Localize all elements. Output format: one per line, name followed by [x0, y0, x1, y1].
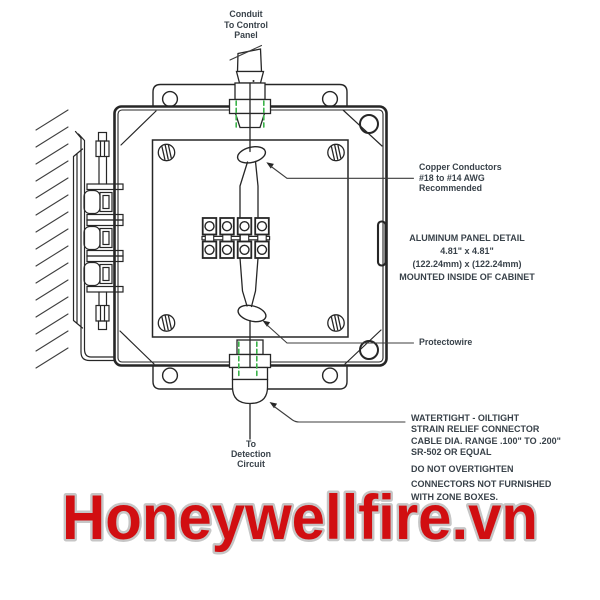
- inner-panel: [151, 139, 349, 338]
- protectowire-cable: [236, 126, 267, 341]
- panel-screw: [157, 143, 176, 162]
- terminal-block: [201, 217, 271, 259]
- leader-copper-conductors: [266, 162, 415, 179]
- cable-loop-top: [236, 145, 267, 164]
- panel-screw: [157, 314, 176, 332]
- wall-hatch: [35, 109, 69, 369]
- conduit-label: Conduit To Control Panel: [224, 9, 268, 41]
- copper-conductors-label: Copper Conductors #18 to #14 AWG Recomme…: [419, 162, 502, 194]
- leader-lines: [229, 44, 415, 423]
- wall-bracket: [72, 130, 115, 362]
- do-not-overtighten-label: DO NOT OVERTIGHTEN: [411, 464, 514, 474]
- corner-hole: [359, 340, 379, 360]
- flange-hole: [321, 90, 339, 108]
- aluminum-panel-detail-label: ALUMINUM PANEL DETAIL 4.81" x 4.81" (122…: [399, 233, 535, 282]
- panel-screw: [327, 143, 345, 162]
- panel-screw: [327, 314, 345, 332]
- thread-marks: [235, 100, 265, 128]
- protectowire-label: Protectowire: [419, 336, 473, 347]
- watertight-connector-label: WATERTIGHT - OILTIGHT STRAIN RELIEF CONN…: [411, 412, 561, 458]
- flange-hole: [161, 90, 179, 108]
- flange-hole: [161, 367, 179, 384]
- leader-conduit: [229, 44, 263, 61]
- corner-hole: [359, 114, 379, 134]
- leader-watertight: [269, 402, 406, 423]
- detection-circuit-label: To Detection Circuit: [230, 438, 272, 469]
- flange-hole: [321, 367, 339, 384]
- hinge-assembly: [83, 131, 124, 331]
- leader-protectowire: [262, 320, 415, 344]
- connectors-note-label: CONNECTORS NOT FURNISHED WITH ZONE BOXES…: [411, 479, 552, 502]
- thread-marks: [238, 341, 258, 379]
- side-latch: [376, 220, 387, 267]
- terminal-screws: [204, 220, 268, 256]
- cable-loop-bottom: [237, 304, 267, 323]
- panel-screws: [157, 143, 345, 332]
- strain-relief-connector: [228, 339, 272, 440]
- conduit-fitting-top: [228, 48, 272, 129]
